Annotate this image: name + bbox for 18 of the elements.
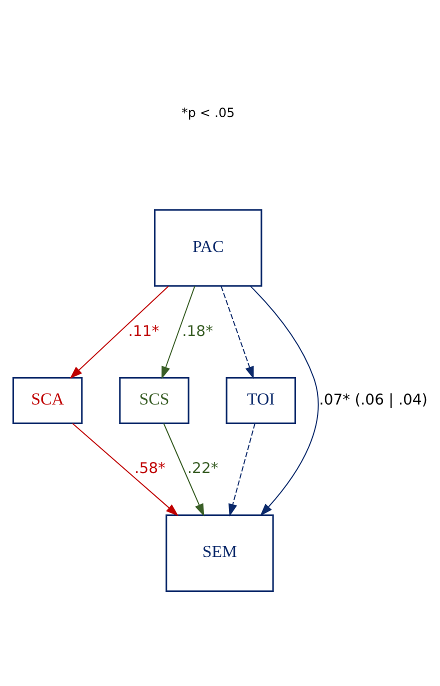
node-box: PAC [153, 209, 262, 287]
arrow [72, 423, 178, 516]
arrow [228, 423, 255, 517]
node-box: TOI [225, 377, 296, 424]
edge-label: .58* [134, 460, 165, 478]
node-box: SEM [165, 514, 274, 592]
edge-label: .07* (.06 | .04) [318, 391, 428, 408]
arrow [162, 423, 204, 517]
edge-label: .11* [128, 322, 159, 340]
arrow [250, 286, 318, 516]
arrow [161, 286, 195, 380]
arrow [220, 286, 254, 380]
node-box: SCA [12, 377, 82, 424]
arrow [69, 286, 168, 379]
node-box: SCS [118, 377, 189, 424]
edge-label: .22* [186, 460, 218, 478]
label: *p < .05 [181, 105, 234, 120]
edge-label: .18* [182, 322, 212, 340]
